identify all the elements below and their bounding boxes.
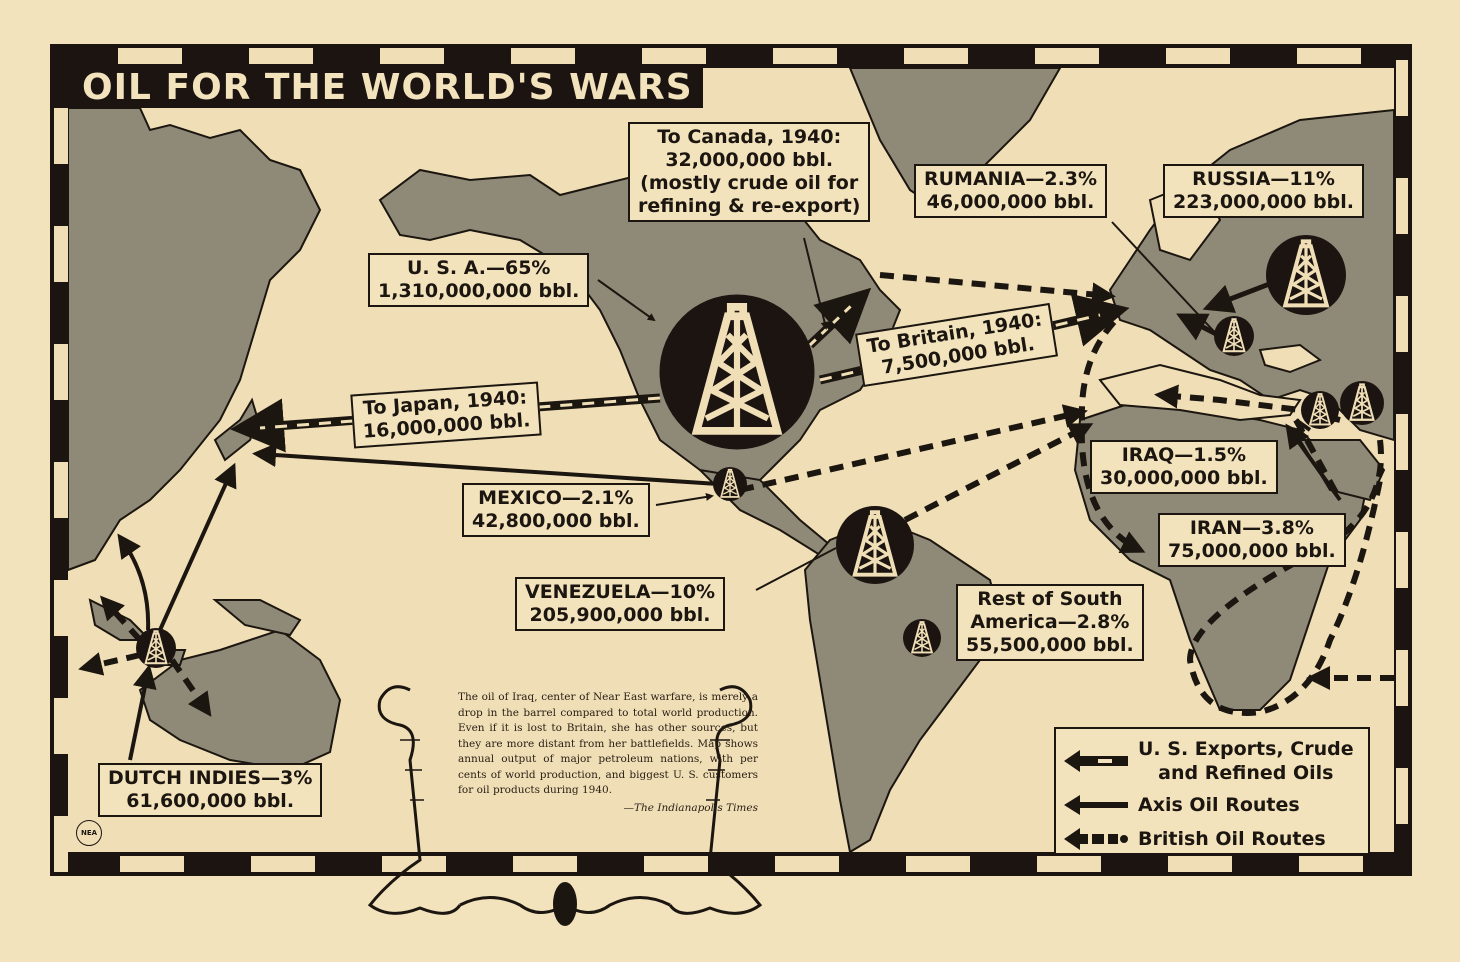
usa-line1: U. S. A.—65% xyxy=(406,257,551,279)
border-tick xyxy=(644,856,708,872)
rsa-line3: 55,500,000 bbl. xyxy=(966,634,1134,656)
label-dutch-indies: DUTCH INDIES—3% 61,600,000 bbl. xyxy=(98,763,323,817)
legend-us-exports: U. S. Exports, Crude and Refined Oils xyxy=(1064,737,1354,785)
rsa-line1: Rest of South xyxy=(977,588,1123,610)
border-tick xyxy=(118,48,182,64)
border-tick xyxy=(1396,296,1408,352)
label-rumania: RUMANIA—2.3% 46,000,000 bbl. xyxy=(914,164,1108,218)
border-tick xyxy=(249,48,313,64)
legend-british-routes: British Oil Routes xyxy=(1064,827,1326,851)
border-tick xyxy=(1396,650,1408,706)
border-tick xyxy=(54,226,68,282)
border-tick xyxy=(1037,856,1101,872)
rsa-line2: America—2.8% xyxy=(970,611,1130,633)
border-tick xyxy=(1166,48,1230,64)
venezuela-line2: 205,900,000 bbl. xyxy=(529,604,711,626)
british-route-arrow-icon xyxy=(1064,828,1128,850)
label-canada-exports: To Canada, 1940: 32,000,000 bbl. (mostly… xyxy=(628,122,871,222)
border-tick xyxy=(511,48,575,64)
page-title: OIL FOR THE WORLD'S WARS xyxy=(68,68,703,108)
caption-text: The oil of Iraq, center of Near East war… xyxy=(458,691,758,796)
us-export-arrow-icon xyxy=(1064,750,1128,772)
label-mexico: MEXICO—2.1% 42,800,000 bbl. xyxy=(462,483,650,537)
border-tick xyxy=(54,698,68,754)
border-tick xyxy=(1396,532,1408,588)
rumania-line1: RUMANIA—2.3% xyxy=(924,168,1098,190)
iraq-line2: 30,000,000 bbl. xyxy=(1100,467,1268,489)
scroll-ornament xyxy=(367,685,763,926)
legend-axis-routes: Axis Oil Routes xyxy=(1064,793,1300,817)
border-tick xyxy=(54,344,68,400)
canada-line2: 32,000,000 bbl. xyxy=(665,149,834,171)
border-tick xyxy=(1297,48,1361,64)
iran-line1: IRAN—3.8% xyxy=(1189,517,1314,539)
border-tick xyxy=(54,462,68,518)
label-venezuela: VENEZUELA—10% 205,900,000 bbl. xyxy=(515,577,726,631)
border-tick xyxy=(1299,856,1363,872)
canada-line4: refining & re-export) xyxy=(638,195,861,217)
border-tick xyxy=(54,816,68,872)
label-usa: U. S. A.—65% 1,310,000,000 bbl. xyxy=(368,253,590,307)
nea-logo: NEA xyxy=(76,820,102,846)
border-tick xyxy=(1396,768,1408,824)
border-tick xyxy=(1396,60,1408,116)
label-iraq: IRAQ—1.5% 30,000,000 bbl. xyxy=(1090,440,1278,494)
border-tick xyxy=(1168,856,1232,872)
canada-line1: To Canada, 1940: xyxy=(657,126,842,148)
venezuela-line1: VENEZUELA—10% xyxy=(525,581,716,603)
border-tick xyxy=(773,48,837,64)
legend-british-routes-label: British Oil Routes xyxy=(1138,828,1326,850)
legend: U. S. Exports, Crude and Refined Oils Ax… xyxy=(1054,727,1370,853)
caption-credit: —The Indianapolis Times xyxy=(623,801,759,814)
iran-line2: 75,000,000 bbl. xyxy=(1168,540,1336,562)
canada-line3: (mostly crude oil for xyxy=(640,172,859,194)
border-tick xyxy=(904,48,968,64)
legend-us-exports-line2: and Refined Oils xyxy=(1158,762,1334,784)
russia-line2: 223,000,000 bbl. xyxy=(1173,191,1354,213)
legend-axis-routes-label: Axis Oil Routes xyxy=(1138,794,1300,816)
border-tick xyxy=(642,48,706,64)
dutch-indies-line1: DUTCH INDIES—3% xyxy=(108,767,313,789)
caption-note: The oil of Iraq, center of Near East war… xyxy=(458,690,758,816)
border-tick xyxy=(54,580,68,636)
russia-line1: RUSSIA—11% xyxy=(1192,168,1335,190)
legend-us-exports-line1: U. S. Exports, Crude xyxy=(1138,738,1354,760)
label-russia: RUSSIA—11% 223,000,000 bbl. xyxy=(1163,164,1364,218)
border-tick xyxy=(251,856,315,872)
border-tick xyxy=(54,108,68,164)
dutch-indies-line2: 61,600,000 bbl. xyxy=(126,790,295,812)
border-tick xyxy=(1396,414,1408,470)
label-rest-of-south-america: Rest of South America—2.8% 55,500,000 bb… xyxy=(956,584,1144,661)
usa-line2: 1,310,000,000 bbl. xyxy=(378,280,580,302)
iraq-line1: IRAQ—1.5% xyxy=(1121,444,1246,466)
border-tick xyxy=(513,856,577,872)
mexico-line2: 42,800,000 bbl. xyxy=(472,510,640,532)
mexico-line1: MEXICO—2.1% xyxy=(478,487,634,509)
rumania-line2: 46,000,000 bbl. xyxy=(926,191,1095,213)
border-tick xyxy=(906,856,970,872)
border-tick xyxy=(380,48,444,64)
border-tick xyxy=(120,856,184,872)
border-tick xyxy=(775,856,839,872)
border-tick xyxy=(1396,178,1408,234)
axis-route-arrow-icon xyxy=(1064,795,1128,815)
border-tick xyxy=(1035,48,1099,64)
label-iran: IRAN—3.8% 75,000,000 bbl. xyxy=(1158,513,1346,567)
